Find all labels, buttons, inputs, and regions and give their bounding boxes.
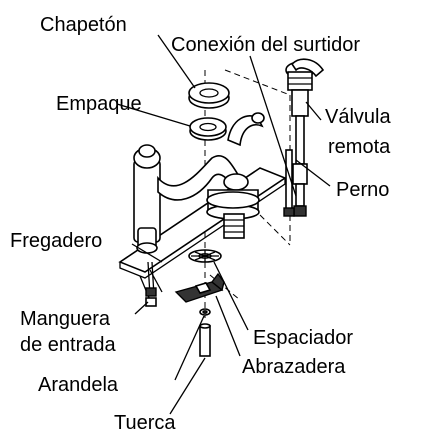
supply-hose-part: [145, 261, 157, 307]
spacer-part: [188, 249, 222, 263]
label-abrazadera: Abrazadera: [242, 356, 346, 378]
label-tuerca: Tuerca: [114, 412, 176, 434]
label-remota: remota: [328, 136, 391, 158]
label-manguera: Manguera: [20, 308, 111, 330]
washer-part: [199, 308, 211, 316]
label-perno: Perno: [336, 179, 389, 201]
label-fregadero: Fregadero: [10, 230, 102, 252]
label-arandela: Arandela: [38, 374, 119, 396]
label-empaque: Empaque: [56, 93, 142, 115]
label-valvula: Válvula: [325, 106, 391, 128]
bolt-part: [283, 149, 295, 217]
label-conexion-del-surtidor: Conexión del surtidor: [171, 34, 360, 56]
gasket-part: [189, 117, 227, 141]
label-chapeton: Chapetón: [40, 14, 127, 36]
labels: Chapetón Conexión del surtidor Empaque V…: [10, 14, 391, 434]
label-espaciador: Espaciador: [253, 327, 353, 349]
escutcheon-part: [188, 82, 230, 109]
faucet-base-part: [206, 189, 260, 239]
nut-part: [199, 323, 211, 357]
bracket-part: [174, 272, 225, 303]
spout-connection-part: [227, 112, 265, 147]
leader-lines: [116, 34, 331, 415]
faucet-spout-part: [133, 144, 249, 254]
label-de-entrada: de entrada: [20, 334, 117, 356]
remote-valve-part: [285, 58, 325, 217]
